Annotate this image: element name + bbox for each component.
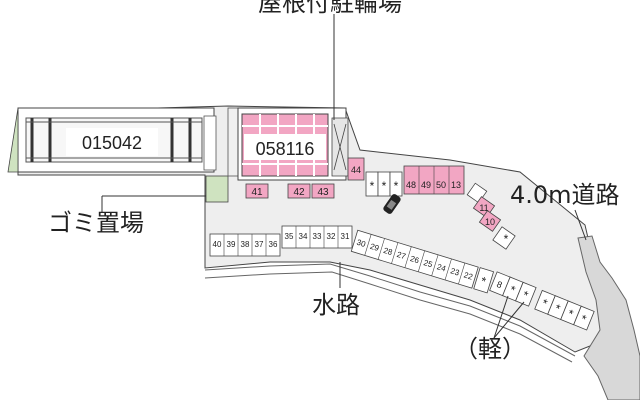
- spot-13: 13: [451, 180, 461, 190]
- label-waterway: 水路: [312, 291, 360, 319]
- spots-35-31: 35 34 33 32 31: [281, 225, 353, 249]
- spots-right-group: 11 10 *: [466, 182, 516, 250]
- spot-39: 39: [227, 240, 236, 249]
- spot-44: 44: [351, 165, 361, 175]
- spot-23: 23: [449, 266, 461, 277]
- spot-star: *: [370, 179, 375, 193]
- spot-star: *: [394, 179, 399, 193]
- spot-41: 41: [251, 187, 263, 198]
- spot-38: 38: [241, 240, 250, 249]
- spot-star: *: [540, 296, 550, 311]
- spot-star: *: [566, 306, 576, 321]
- garbage-area-box: [205, 175, 229, 203]
- spot-33: 33: [313, 232, 322, 241]
- road-area: [577, 235, 640, 400]
- spot-star: *: [508, 283, 518, 298]
- spot-30: 30: [356, 238, 368, 249]
- spot-star: *: [553, 301, 563, 316]
- building-id-015042: 015042: [82, 133, 142, 153]
- spot-star: *: [504, 232, 509, 246]
- spot-28: 28: [382, 246, 394, 257]
- waterway-line: [204, 263, 576, 357]
- spot-42: 42: [293, 187, 305, 198]
- spots-lower-row: 30 29 28 27 26 25 24 23 22 *: [350, 229, 495, 294]
- spot-star: *: [579, 312, 589, 327]
- spot-37: 37: [255, 240, 264, 249]
- label-roofed-bike-parking: 屋根付駐輪場: [258, 0, 402, 17]
- spots-40-36: 40 39 38 37 36: [209, 233, 281, 257]
- spots-far-right: * * * *: [534, 289, 595, 331]
- spot-26: 26: [409, 254, 421, 265]
- spots-41-43: 41 42 43: [245, 183, 335, 199]
- spot-24: 24: [436, 262, 448, 273]
- spot-10: 10: [485, 217, 495, 227]
- spot-25: 25: [422, 258, 434, 269]
- spots-mid-row: * * * 48 49 50 13: [365, 165, 465, 197]
- spot-50: 50: [436, 180, 446, 190]
- spot-29: 29: [369, 242, 381, 253]
- label-kei-car: （軽）: [454, 335, 526, 363]
- spot-star: *: [521, 288, 531, 303]
- label-garbage-area: ゴミ置場: [48, 209, 144, 237]
- building-015042: 015042: [7, 107, 217, 173]
- spot-31: 31: [341, 232, 350, 241]
- spot-star: *: [382, 179, 387, 193]
- spot-40: 40: [213, 240, 222, 249]
- spot-48: 48: [406, 180, 416, 190]
- building-id-058116: 058116: [256, 139, 315, 159]
- spot-11: 11: [479, 203, 488, 213]
- label-road: 4.0m道路: [510, 181, 620, 209]
- spot-43: 43: [317, 187, 329, 198]
- spot-49: 49: [421, 180, 431, 190]
- building-058116: 058116: [237, 107, 349, 181]
- spot-36: 36: [269, 240, 278, 249]
- spot-27: 27: [396, 250, 408, 261]
- spot-34: 34: [299, 232, 308, 241]
- spot-35: 35: [285, 232, 294, 241]
- spot-star: *: [479, 274, 488, 289]
- spot-8: 8: [495, 279, 503, 290]
- spots-kei: 8 * *: [489, 271, 537, 307]
- spot-22: 22: [463, 270, 475, 281]
- spot-32: 32: [327, 232, 336, 241]
- car-icon: [383, 194, 401, 214]
